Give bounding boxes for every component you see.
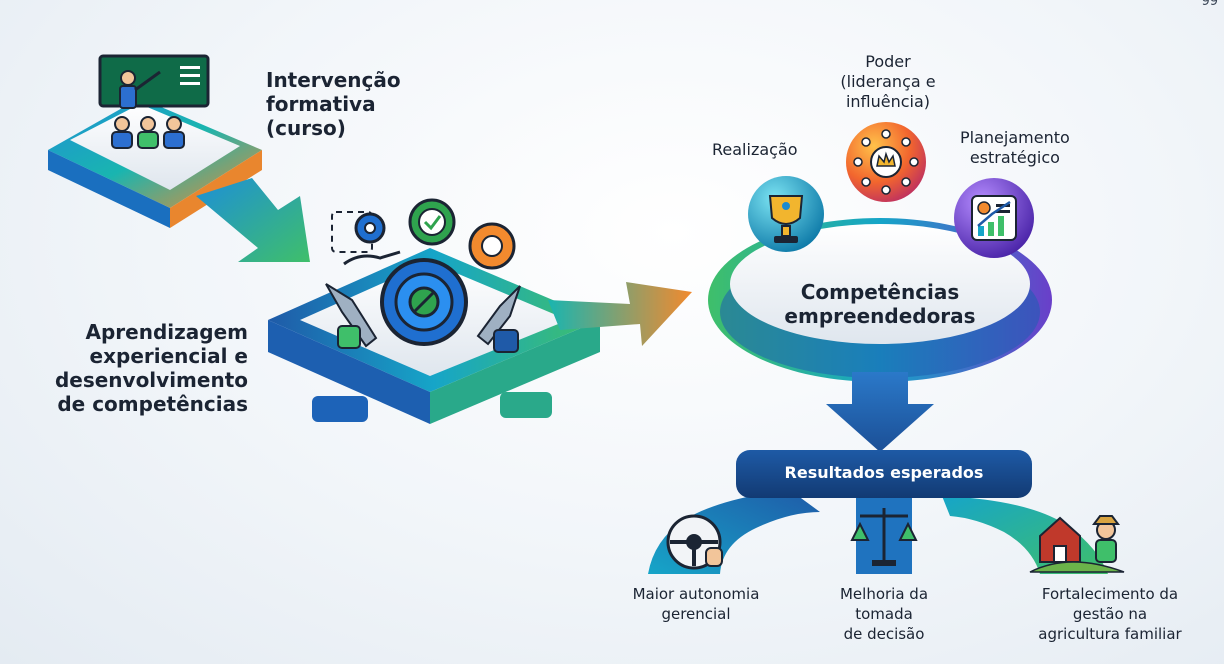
result-label-autonomia: Maior autonomia gerencial xyxy=(632,585,760,623)
competency-label-realizacao: Realização xyxy=(712,140,798,159)
classroom-icon xyxy=(98,54,210,149)
growth-chart-icon xyxy=(954,178,1034,258)
balance-scale-icon xyxy=(850,508,918,566)
crown-network-icon xyxy=(846,122,926,202)
competency-label-planejamento: Planejamento estratégico xyxy=(960,128,1070,167)
result-label-agricultura: Fortalecimento da gestão na agricultura … xyxy=(1038,585,1182,643)
corner-text: 99 xyxy=(1201,0,1218,9)
learning-label: Aprendizagem experiencial e desenvolvime… xyxy=(54,320,248,416)
result-label-decisao: Melhoria da tomada de decisão xyxy=(839,585,929,643)
farm-icon xyxy=(1029,515,1125,573)
down-arrow xyxy=(826,372,934,452)
results-title: Resultados esperados xyxy=(784,463,984,482)
results-banner xyxy=(736,450,1032,498)
steering-wheel-icon xyxy=(666,514,723,570)
trophy-icon xyxy=(748,176,824,252)
flow-arrow-1 xyxy=(196,178,310,262)
competencies-title: Competências empreendedoras xyxy=(784,280,976,328)
competencies-platform xyxy=(708,218,1052,382)
flow-arrow-2 xyxy=(548,282,692,346)
competency-label-poder: Poder (liderança e influência) xyxy=(840,52,936,111)
course-label: Intervenção formativa (curso) xyxy=(266,68,401,140)
gears-icon xyxy=(325,198,521,353)
